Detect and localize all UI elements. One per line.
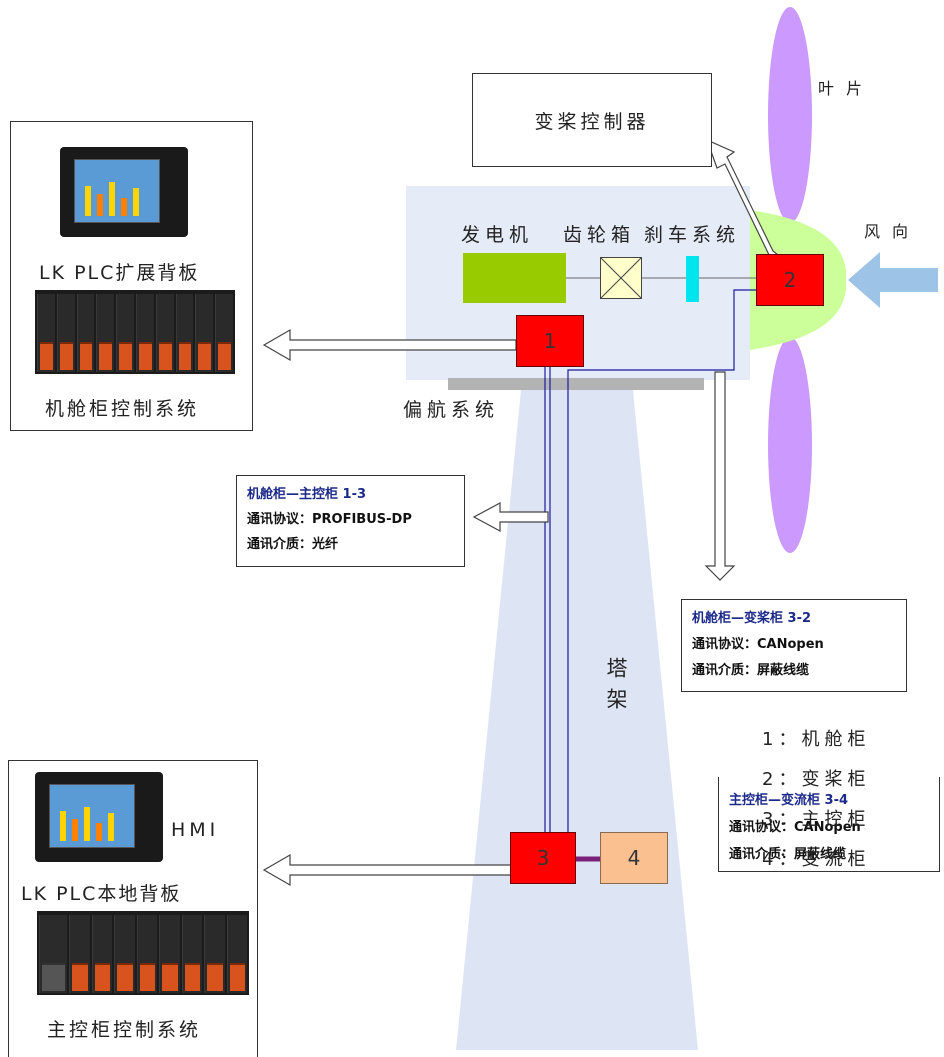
info-box-1-3: 机舱柜—主控柜 1-3 通讯协议：PROFIBUS-DP 通讯介质：光纤 [236, 475, 465, 567]
arrow-info-3-2 [706, 372, 734, 580]
gearbox-label: 齿轮箱 [563, 220, 635, 247]
wind-label: 风向 [864, 218, 920, 242]
legend-item-2: 2：变桨柜 [762, 760, 870, 800]
node-4-label: 4 [628, 846, 641, 870]
hmi-device [60, 147, 188, 237]
nacelle-panel-caption: 机舱柜控制系统 [45, 394, 199, 421]
nacelle-control-panel: LK PLC扩展背板 机舱柜控制系统 [10, 121, 253, 431]
info-3-2-protocol: 通讯协议：CANopen [692, 632, 896, 658]
main-panel-caption: 主控柜控制系统 [47, 1015, 201, 1042]
info-box-3-2: 机舱柜—变桨柜 3-2 通讯协议：CANopen 通讯介质：屏蔽线缆 [681, 599, 907, 692]
generator-label: 发电机 [461, 220, 533, 247]
generator-shape [463, 253, 566, 303]
info-1-3-protocol: 通讯协议：PROFIBUS-DP [247, 507, 454, 532]
plc-local-backplane [37, 911, 249, 995]
tower-shape [456, 380, 698, 1050]
yaw-label: 偏航系统 [403, 395, 499, 422]
node-1-label: 1 [544, 329, 557, 353]
pitch-controller-box: 变桨控制器 [472, 73, 712, 167]
plc-extension-backplane [35, 290, 235, 374]
tower-label: 塔架 [609, 657, 631, 719]
blade-bottom [768, 337, 812, 553]
legend-item-4: 4：变流柜 [762, 840, 870, 880]
brake-shape [686, 256, 699, 302]
node-3-label: 3 [537, 846, 550, 870]
main-control-panel: HMI LK PLC本地背板 主控柜控制系统 [8, 760, 258, 1057]
yaw-bar [448, 378, 704, 390]
info-3-2-medium: 通讯介质：屏蔽线缆 [692, 658, 896, 684]
node-2-pitch-cabinet: 2 [756, 254, 824, 306]
hmi-device-main [35, 772, 163, 862]
wind-arrow [848, 252, 938, 308]
node-1-nacelle-cabinet: 1 [516, 315, 584, 367]
info-1-3-title: 机舱柜—主控柜 1-3 [247, 482, 454, 507]
node-3-main-cabinet: 3 [510, 832, 576, 884]
brake-label: 刹车系统 [644, 220, 740, 247]
legend-item-3: 3：主控柜 [762, 800, 870, 840]
hmi-label: HMI [171, 819, 219, 841]
pitch-controller-label: 变桨控制器 [534, 107, 649, 134]
blade-label: 叶片 [818, 75, 874, 99]
legend-item-1: 1：机舱柜 [762, 720, 870, 760]
node-4-converter-cabinet: 4 [600, 832, 668, 884]
info-1-3-medium: 通讯介质：光纤 [247, 532, 454, 557]
nacelle-panel-title: LK PLC扩展背板 [39, 258, 199, 285]
legend: 1：机舱柜 2：变桨柜 3：主控柜 4：变流柜 [762, 720, 870, 880]
gearbox-shape [600, 257, 642, 299]
node-2-label: 2 [784, 268, 797, 292]
info-3-2-title: 机舱柜—变桨柜 3-2 [692, 606, 896, 632]
main-panel-title: LK PLC本地背板 [21, 879, 181, 906]
blade-top [768, 7, 812, 223]
tower-label-text: 塔架 [604, 657, 628, 719]
